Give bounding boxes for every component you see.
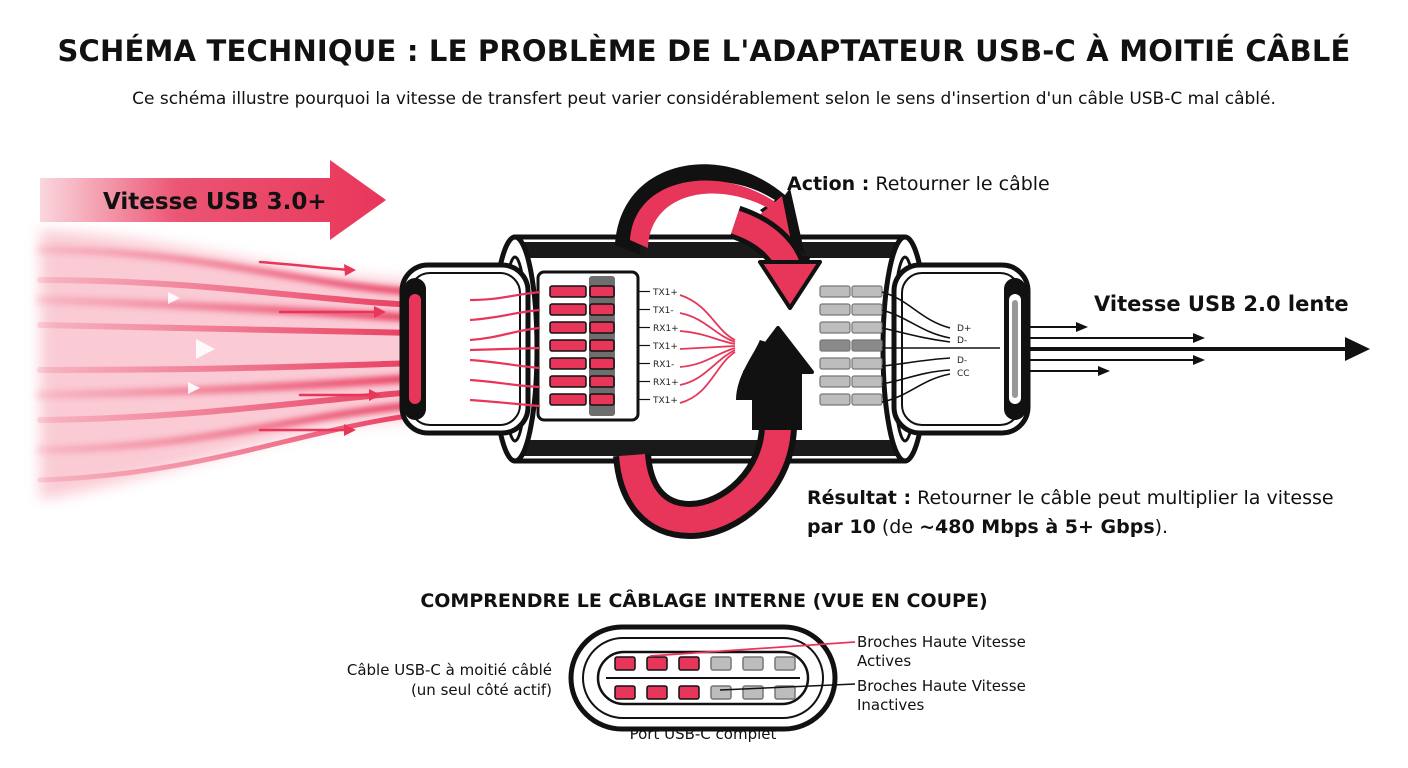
- right-pin-contact: [851, 303, 883, 316]
- right-pin-contact: [851, 357, 883, 370]
- right-pin-contact: [851, 393, 883, 406]
- half-wired-cable-label-1: Câble USB-C à moitié câblé: [347, 661, 552, 679]
- left-pin: [549, 285, 587, 298]
- inactive-pins-label-2: Inactives: [857, 696, 925, 714]
- inactive-hs-pin: [774, 685, 796, 700]
- right-pin-contact: [851, 375, 883, 388]
- inactive-hs-pin: [742, 656, 764, 671]
- left-pin: [549, 375, 587, 388]
- left-pin-label: RX1-: [653, 360, 674, 370]
- left-pin-contact: [589, 339, 615, 352]
- inactive-hs-pin: [710, 685, 732, 700]
- left-active-pin-block: TX1+ TX1- RX1+ TX1+ RX1- RX1+ TX1+: [469, 270, 736, 422]
- left-pin-contact: [589, 393, 615, 406]
- half-wired-cable-label-2: (un seul côté actif): [411, 681, 552, 699]
- left-pin-contact: [589, 303, 615, 316]
- right-pin-label: D-: [957, 336, 967, 346]
- right-pin: [819, 339, 851, 352]
- left-pin-label: TX1+: [652, 288, 678, 298]
- action-label: Action : Retourner le câble: [787, 173, 1050, 195]
- right-pin-contact: [851, 321, 883, 334]
- left-pin-label: TX1+: [652, 396, 678, 406]
- right-pin-contact: [851, 339, 883, 352]
- cross-section-view: [568, 624, 838, 732]
- right-pin: [819, 303, 851, 316]
- left-pin-label: TX1+: [652, 342, 678, 352]
- left-pin: [549, 321, 587, 334]
- result-line-1: Résultat : Retourner le câble peut multi…: [807, 487, 1334, 509]
- right-pin-label: D+: [957, 324, 971, 334]
- right-pin: [819, 321, 851, 334]
- active-pins-label-1: Broches Haute Vitesse: [857, 633, 1026, 651]
- left-pin: [549, 393, 587, 406]
- active-hs-pin: [646, 656, 668, 671]
- inactive-pins-label-1: Broches Haute Vitesse: [857, 677, 1026, 695]
- page-subtitle: Ce schéma illustre pourquoi la vitesse d…: [132, 89, 1276, 109]
- left-pin: [549, 357, 587, 370]
- cross-section-heading: COMPRENDRE LE CÂBLAGE INTERNE (VUE EN CO…: [420, 589, 987, 612]
- left-pin-contact: [589, 357, 615, 370]
- usb3-flow: Vitesse USB 3.0+: [35, 160, 420, 500]
- right-pin: [819, 393, 851, 406]
- page-title: SCHÉMA TECHNIQUE : LE PROBLÈME DE L'ADAP…: [57, 34, 1351, 68]
- right-pin: [819, 285, 851, 298]
- active-hs-pin: [646, 685, 668, 700]
- usb2-flow: [1030, 322, 1370, 376]
- left-pin-contact: [589, 285, 615, 298]
- left-pin-label: TX1-: [652, 306, 674, 316]
- right-pin: [819, 375, 851, 388]
- left-pin: [549, 339, 587, 352]
- inactive-hs-pin: [774, 656, 796, 671]
- active-hs-pin: [678, 656, 700, 671]
- right-pin-label: D-: [957, 356, 967, 366]
- flip-arrows: [613, 164, 822, 540]
- result-line-2: par 10 (de ~480 Mbps à 5+ Gbps).: [807, 516, 1168, 538]
- usb3-speed-label: Vitesse USB 3.0+: [103, 189, 327, 215]
- active-hs-pin: [614, 656, 636, 671]
- left-pin-label: RX1+: [653, 378, 679, 388]
- active-pins-label-2: Actives: [857, 652, 911, 670]
- active-hs-pin: [678, 685, 700, 700]
- right-pin-contact: [851, 285, 883, 298]
- left-pin-label: RX1+: [653, 324, 679, 334]
- left-pin-contact: [589, 321, 615, 334]
- full-port-label: Port USB-C complet: [630, 725, 777, 743]
- left-pin: [549, 303, 587, 316]
- right-pin: [819, 357, 851, 370]
- right-inactive-pin-block: D+ D- D- CC: [819, 285, 1000, 406]
- usb2-speed-label: Vitesse USB 2.0 lente: [1094, 292, 1349, 316]
- right-pin-label: CC: [957, 369, 970, 379]
- left-pin-contact: [589, 375, 615, 388]
- active-hs-pin: [614, 685, 636, 700]
- inactive-hs-pin: [710, 656, 732, 671]
